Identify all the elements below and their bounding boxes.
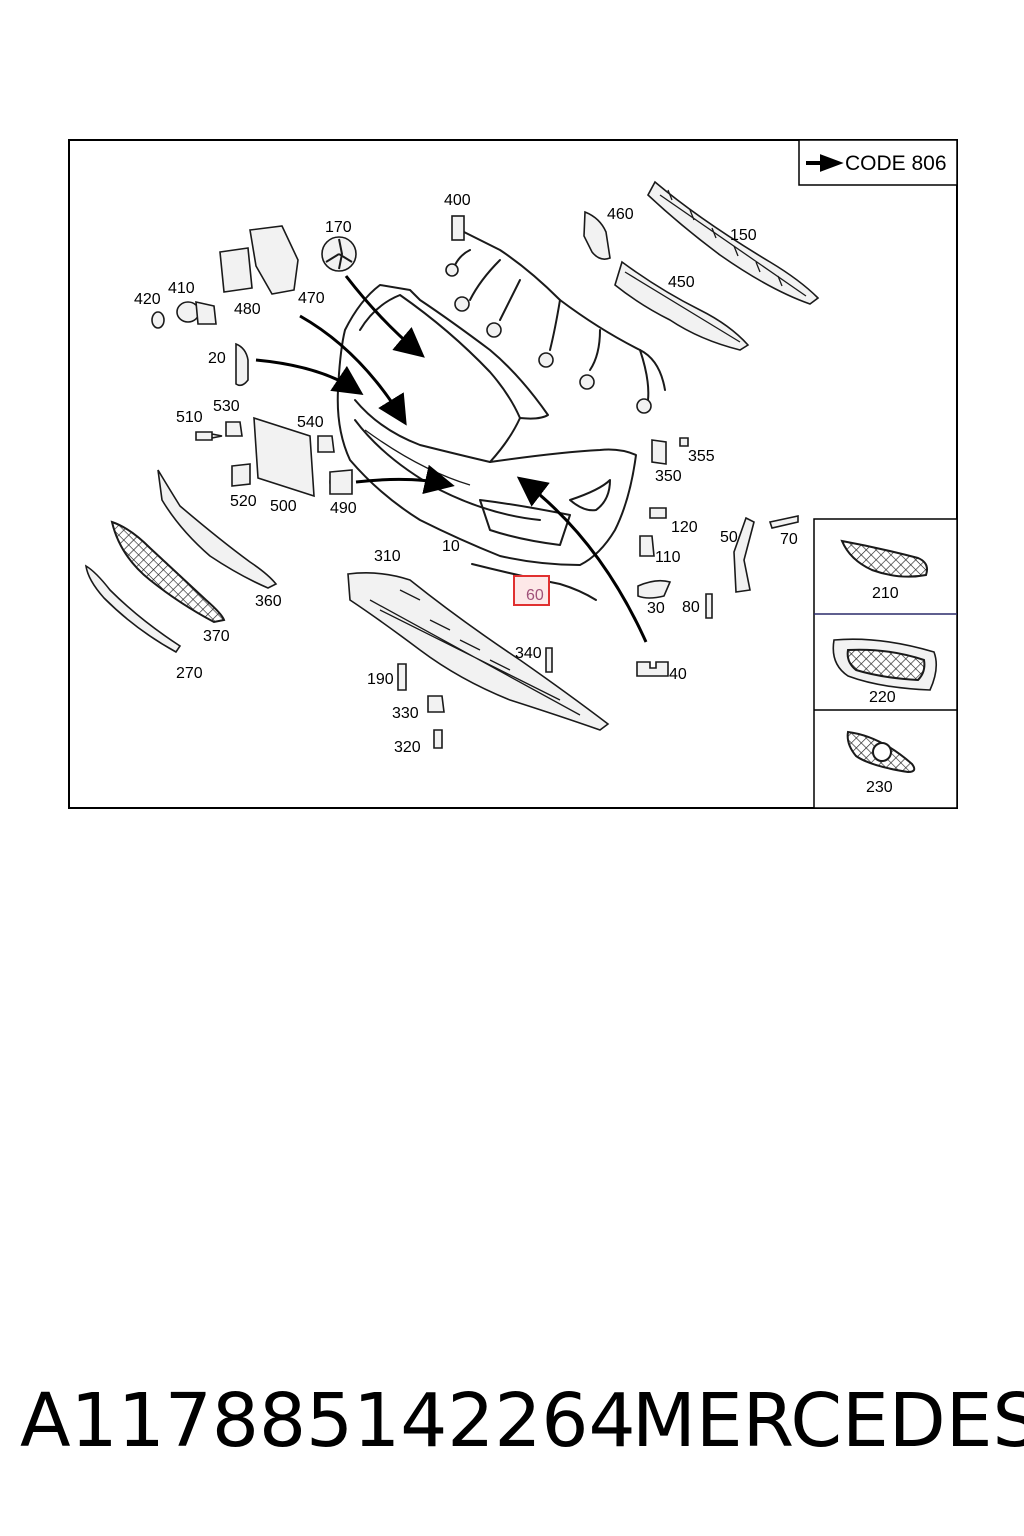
part-110-fastener [639, 535, 655, 557]
callout-450: 450 [668, 274, 695, 291]
part-20-bracket [235, 342, 249, 387]
callout-520: 520 [230, 493, 257, 510]
callout-530: 530 [213, 398, 240, 415]
callout-460: 460 [607, 206, 634, 223]
callout-500: 500 [270, 498, 297, 515]
callout-370: 370 [203, 628, 230, 645]
part-500-plate-bracket [253, 416, 315, 498]
part-460-bracket [583, 210, 611, 260]
part-230-fog-trim [846, 730, 916, 774]
part-360-lower-bar [157, 469, 278, 589]
code-box: CODE 806 [798, 139, 958, 186]
part-355-clip [679, 437, 689, 447]
callout-110: 110 [655, 549, 681, 566]
part-490-sensor [329, 469, 353, 495]
part-60-strip [471, 563, 597, 601]
footer: A117885142264 MERCEDES [0, 1376, 1024, 1466]
callout-400: 400 [444, 192, 471, 209]
callout-220: 220 [869, 689, 896, 706]
part-190-fastener [397, 663, 407, 691]
callout-230: 230 [866, 779, 893, 796]
part-470-bracket [249, 225, 299, 295]
part-520-clip [231, 463, 251, 487]
part-420-ring [151, 311, 165, 329]
callout-310: 310 [374, 548, 401, 565]
callout-330: 330 [392, 705, 419, 722]
callout-270: 270 [176, 665, 203, 682]
callout-labels: 400 460 150 170 410 420 480 470 450 20 5… [134, 192, 899, 796]
callout-350: 350 [655, 468, 682, 485]
arrow-right-icon [806, 154, 844, 172]
part-30-cap [637, 579, 672, 599]
callout-480: 480 [234, 301, 261, 318]
part-50-bracket [733, 516, 755, 593]
callout-50: 50 [720, 529, 738, 546]
part-70-screw [768, 515, 799, 529]
callout-210: 210 [872, 585, 899, 602]
part-450-bracket [614, 260, 750, 351]
callout-490: 490 [330, 500, 357, 517]
callout-340: 340 [515, 645, 542, 662]
part-510-screw [195, 431, 223, 441]
part-number: A117885142264 [20, 1378, 636, 1464]
brand-name: MERCEDES [632, 1378, 1024, 1464]
part-370-mesh-grille [110, 520, 226, 624]
part-530-nut [225, 421, 243, 437]
callout-470: 470 [298, 290, 325, 307]
callout-420: 420 [134, 291, 161, 308]
part-120-fastener [649, 507, 667, 519]
callout-60: 60 [526, 587, 544, 604]
callout-20: 20 [208, 350, 226, 367]
callout-80: 80 [682, 599, 700, 616]
callout-190: 190 [367, 671, 394, 688]
callout-320: 320 [394, 739, 421, 756]
inset-panel [813, 518, 958, 809]
part-220-trim [832, 638, 938, 691]
part-330-clip [427, 695, 445, 713]
part-340-fastener [545, 647, 553, 673]
part-410-sensor [176, 300, 217, 325]
part-400-harness [445, 215, 666, 414]
callout-355: 355 [688, 448, 715, 465]
part-540-clip [317, 435, 335, 453]
callout-10: 10 [442, 538, 460, 555]
part-320-screw [433, 729, 443, 749]
callout-70: 70 [780, 531, 798, 548]
part-10-bumper-cover [336, 284, 637, 566]
callout-410: 410 [168, 280, 195, 297]
callout-510: 510 [176, 409, 203, 426]
callout-150: 150 [730, 227, 757, 244]
code-label: CODE 806 [845, 152, 947, 175]
callout-360: 360 [255, 593, 282, 610]
callout-170: 170 [325, 219, 352, 236]
part-480-module [219, 247, 253, 293]
part-270-trim-strip [84, 564, 182, 654]
part-80-bolt [705, 593, 713, 619]
callout-540: 540 [297, 414, 324, 431]
part-210-grille [840, 539, 928, 578]
part-350-clip [651, 439, 667, 465]
part-150-upper-bar [647, 180, 820, 305]
highlight-box-60 [513, 575, 550, 606]
leader-arrows [255, 275, 648, 643]
part-310-undertray [347, 572, 610, 731]
part-170-emblem [321, 236, 357, 272]
part-40-bracket [636, 661, 669, 677]
parts-diagram: CODE 806 [68, 139, 958, 809]
callout-30: 30 [647, 600, 665, 617]
callout-40: 40 [669, 666, 687, 683]
callout-120: 120 [671, 519, 698, 536]
